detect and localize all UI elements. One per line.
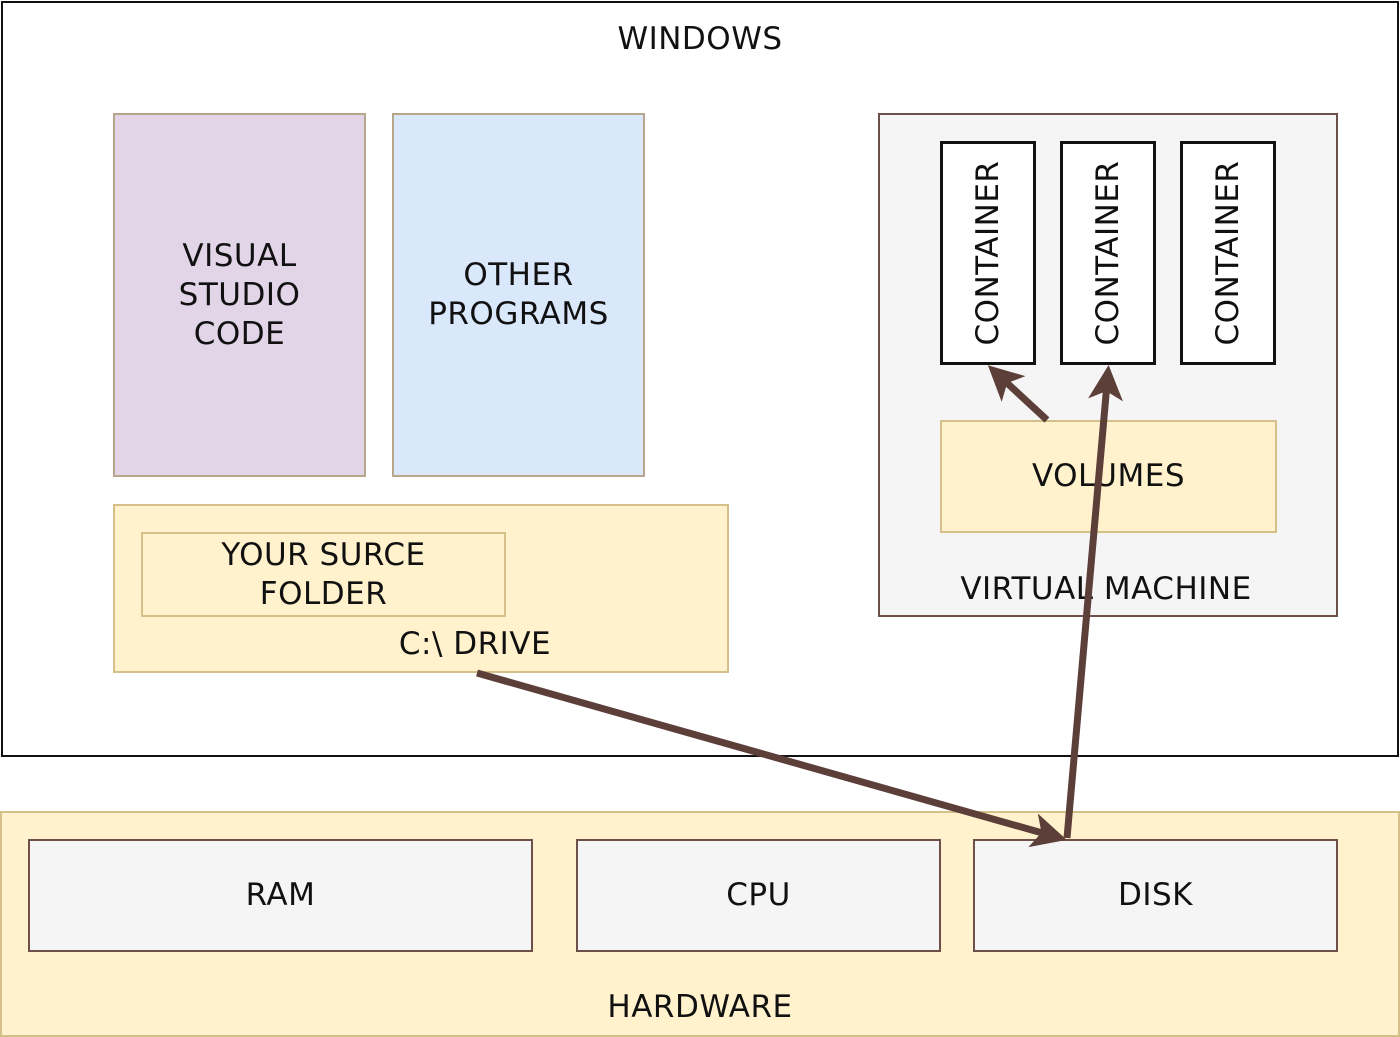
container-label: CONTAINER [970, 160, 1006, 346]
vscode-label: VISUAL STUDIO CODE [178, 237, 301, 352]
container-label: CONTAINER [1210, 160, 1246, 346]
ram-box: RAM [28, 839, 533, 952]
volumes-label: VOLUMES [1032, 458, 1185, 494]
source-folder-box: YOUR SURCE FOLDER [141, 532, 506, 617]
hardware-label: HARDWARE [607, 989, 793, 1025]
other-programs-label: OTHER PROGRAMS [428, 257, 609, 332]
disk-box: DISK [973, 839, 1338, 952]
container-label: CONTAINER [1090, 160, 1126, 346]
windows-label: WINDOWS [617, 21, 783, 57]
source-folder-label: YOUR SURCE FOLDER [221, 536, 426, 612]
ram-label: RAM [245, 877, 316, 913]
disk-label: DISK [1117, 877, 1194, 913]
cpu-box: CPU [576, 839, 941, 952]
container-box: CONTAINER [1060, 141, 1156, 365]
other-programs-box: OTHER PROGRAMS [392, 113, 645, 477]
vscode-box: VISUAL STUDIO CODE [113, 113, 366, 477]
volumes-box: VOLUMES [940, 420, 1277, 533]
cpu-label: CPU [726, 877, 791, 913]
c-drive-label: C:\ DRIVE [398, 626, 552, 662]
container-box: CONTAINER [940, 141, 1036, 365]
container-box: CONTAINER [1180, 141, 1276, 365]
virtual-machine-label: VIRTUAL MACHINE [960, 571, 1252, 607]
